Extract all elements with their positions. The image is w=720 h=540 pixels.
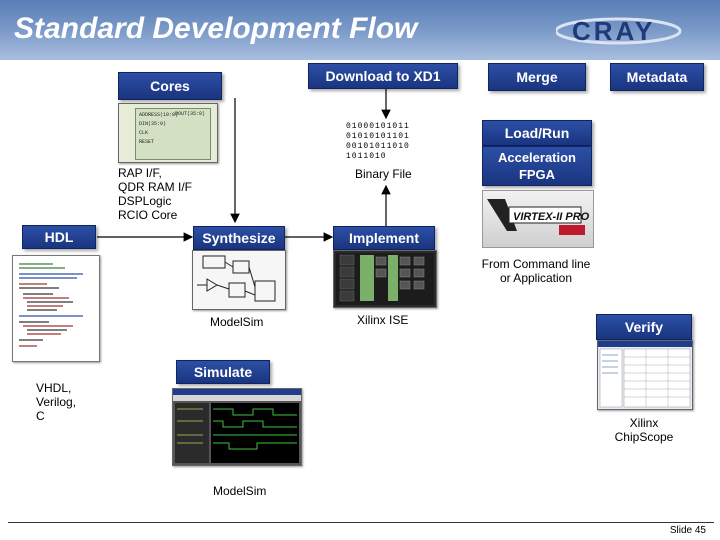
slide-number: Slide 45 (669, 525, 706, 536)
core-pin: RESET (139, 139, 155, 145)
hdl-code-image (12, 255, 100, 362)
from-command-text: From Command line or Application (472, 257, 600, 285)
binary-digits: 01000101011 01010101101 00101011010 1011… (346, 122, 410, 162)
binary-line: 1011010 (346, 152, 387, 161)
implement-box: Implement (333, 226, 435, 250)
binary-line: 01010101101 (346, 132, 410, 141)
core-item: RCIO Core (118, 208, 178, 222)
verify-box: Verify (596, 314, 692, 340)
page-title: Standard Development Flow (14, 12, 418, 45)
load-run-box: Load/Run (482, 120, 592, 146)
logo-text: CRAY (572, 16, 655, 46)
metadata-box: Metadata (610, 63, 704, 91)
core-item: DSPLogic (118, 194, 172, 208)
ise-floorplan-image (333, 250, 437, 308)
core-item: QDR RAM I/F (118, 180, 192, 194)
modelsim-label-2: ModelSim (213, 484, 267, 498)
header-bar (0, 0, 720, 60)
from-command-line: or Application (499, 271, 573, 285)
core-pin: DOUT(35:0) (175, 111, 206, 117)
from-command-line: From Command line (481, 257, 591, 271)
merge-box: Merge (488, 63, 586, 91)
simulate-box: Simulate (176, 360, 270, 384)
chipscope-image (597, 340, 693, 410)
binary-file-label: Binary File (355, 167, 412, 181)
hdl-languages: VHDL, Verilog, C (36, 381, 76, 423)
hdl-lang: C (36, 409, 45, 423)
cores-box: Cores (118, 72, 222, 100)
core-item: RAP I/F, (118, 166, 162, 180)
virtex-logo: VIRTEX-II PRO (482, 190, 594, 248)
download-box: Download to XD1 (308, 63, 458, 89)
xilinx-ise-label: Xilinx ISE (357, 313, 409, 327)
chipscope-label: Xilinx ChipScope (604, 416, 684, 444)
binary-line: 01000101011 (346, 122, 410, 131)
hdl-lang: VHDL, (36, 381, 72, 395)
schematic-image (192, 250, 286, 310)
core-pin: CLK (139, 130, 149, 136)
synthesize-box: Synthesize (193, 226, 285, 250)
core-pin: DIN(35:0) (139, 121, 167, 127)
hdl-lang: Verilog, (36, 395, 77, 409)
chipscope-line: Xilinx (629, 416, 659, 430)
acceleration-fpga-box: Acceleration FPGA (482, 146, 592, 186)
binary-line: 00101011010 (346, 142, 410, 151)
cray-logo: CRAY (554, 12, 706, 55)
virtex-logo-text: VIRTEX-II PRO (513, 211, 590, 223)
cores-block-image: ADDRESS(10:0) DIN(35:0) CLK RESET DOUT(3… (118, 103, 218, 163)
modelsim-label-1: ModelSim (210, 315, 264, 329)
core-pin: ADDRESS(10:0) (139, 112, 179, 118)
chipscope-line: ChipScope (614, 430, 674, 444)
footer-divider (8, 522, 714, 523)
hdl-box: HDL (22, 225, 96, 249)
modelsim-waveform-image (172, 388, 302, 466)
cores-list: RAP I/F, QDR RAM I/F DSPLogic RCIO Core (118, 166, 192, 222)
